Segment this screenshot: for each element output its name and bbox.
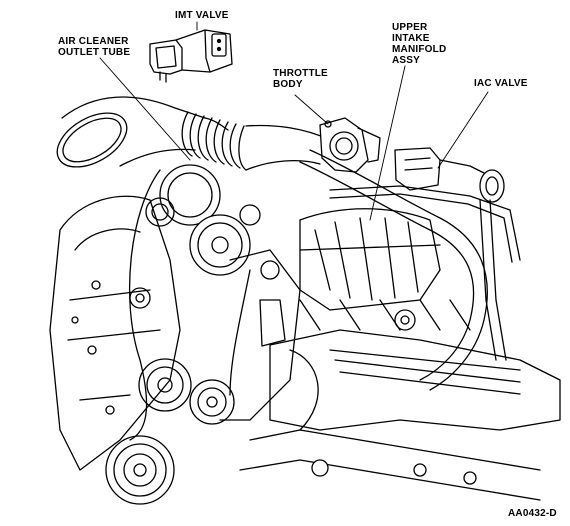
air-cleaner-outlet-tube <box>56 96 331 171</box>
figure-code-label: AA0432-D <box>508 508 557 519</box>
accessory-drive <box>105 164 261 505</box>
hose-lines <box>299 149 521 391</box>
air-cleaner-outlet-tube-label: AIR CLEANER OUTLET TUBE <box>58 36 131 58</box>
imt-valve-label: IMT VALVE <box>175 10 229 21</box>
iac-valve-label: IAC VALVE <box>474 78 528 89</box>
iac-valve-part <box>394 147 505 203</box>
throttle-body-part <box>319 117 381 173</box>
throttle-body-label: THROTTLE BODY <box>273 68 328 90</box>
engine-block <box>49 195 561 501</box>
imt-valve-part <box>149 29 233 83</box>
upper-intake-manifold-label: UPPER INTAKE MANIFOLD ASSY <box>392 22 447 66</box>
upper-intake-manifold-part <box>299 208 441 311</box>
leader-lines <box>99 21 489 221</box>
